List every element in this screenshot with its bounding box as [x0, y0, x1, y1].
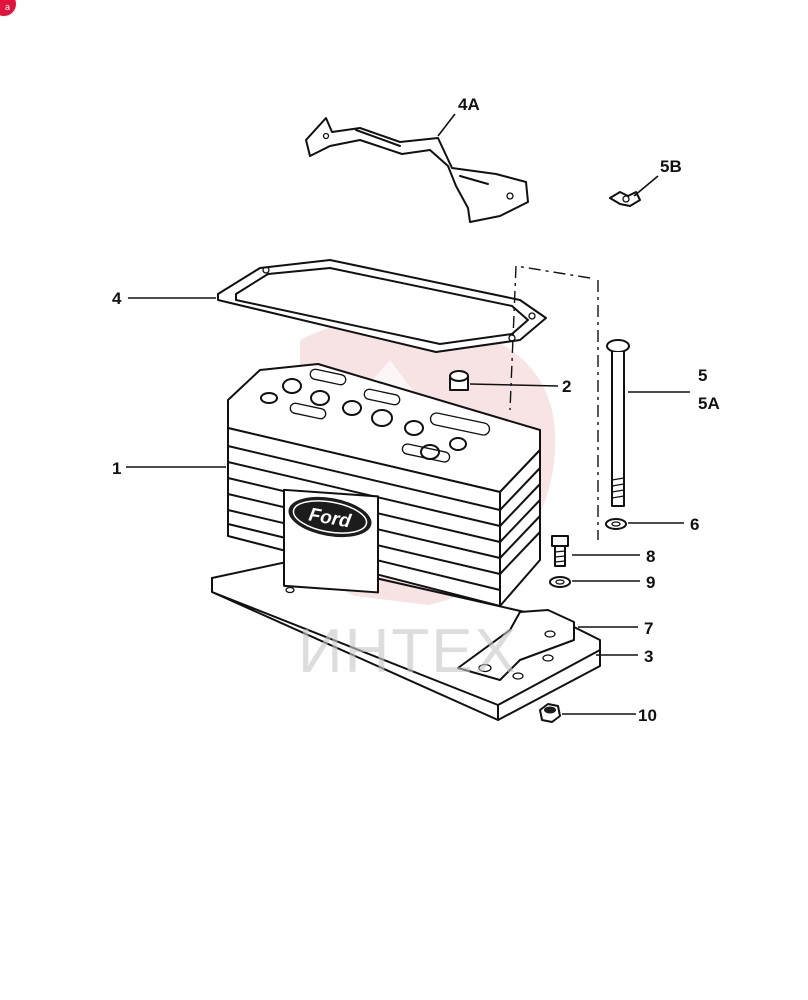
cell-caps — [260, 368, 491, 463]
callout-9: 9 — [646, 573, 655, 592]
lock-washer — [549, 576, 571, 588]
battery-terminal-post — [449, 370, 469, 391]
corner-badge: a — [0, 0, 16, 16]
callout-6: 6 — [690, 515, 699, 534]
callout-8: 8 — [646, 547, 655, 566]
alignment-line — [509, 265, 599, 540]
callout-3: 3 — [644, 647, 653, 666]
callout-5a: 5A — [698, 394, 720, 413]
wing-nut — [609, 191, 641, 207]
long-bolt — [606, 339, 630, 507]
callout-1: 1 — [112, 459, 121, 478]
battery-tray — [211, 559, 601, 721]
watermark-text: ИНТЕХ — [298, 617, 518, 686]
callout-leaders — [126, 113, 690, 715]
callout-4a: 4A — [458, 95, 480, 114]
callout-5: 5 — [698, 366, 707, 385]
short-bolt — [551, 535, 569, 567]
callout-labels: 4A 5B 4 2 5 5A 1 6 8 9 7 3 10 — [112, 95, 720, 725]
battery-body: Ford — [227, 363, 541, 607]
hold-down-bracket — [305, 117, 529, 223]
battery-cover-frame — [217, 259, 547, 353]
callout-10: 10 — [638, 706, 657, 725]
callout-4: 4 — [112, 289, 122, 308]
washer — [605, 518, 627, 530]
hex-nut — [539, 703, 561, 723]
callout-5b: 5B — [660, 157, 682, 176]
callout-7: 7 — [644, 619, 653, 638]
callout-2: 2 — [562, 377, 571, 396]
